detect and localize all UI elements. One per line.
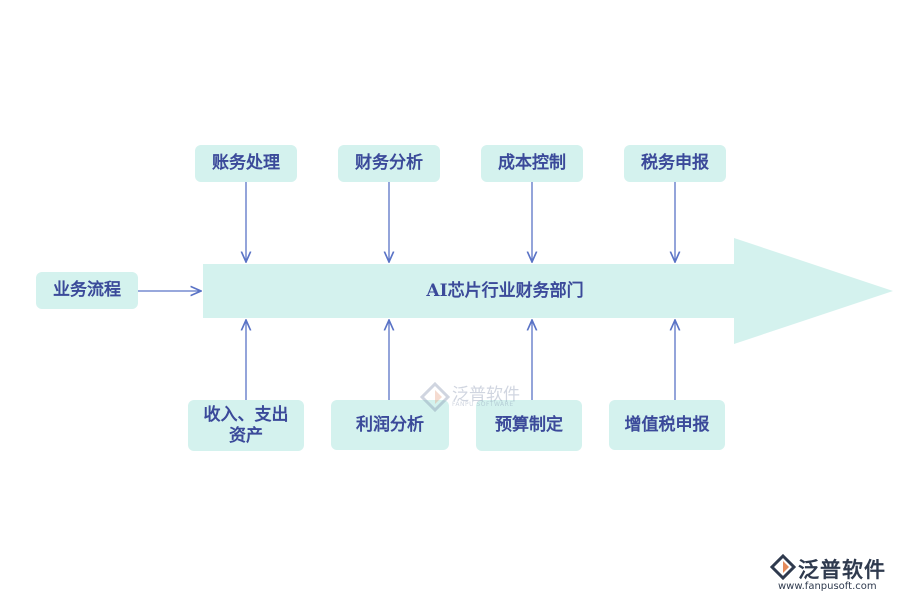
brand-logo-icon <box>770 554 796 580</box>
watermark: 泛普软件 FANPU SOFTWARE <box>420 380 540 412</box>
top-box-1: 账务处理 <box>195 145 297 182</box>
brand-name: 泛普软件 <box>798 558 886 582</box>
bottom-box-4: 增值税申报 <box>609 400 725 450</box>
watermark-logo-icon <box>420 382 450 412</box>
watermark-sub: FANPU SOFTWARE <box>452 401 514 408</box>
top-box-4: 税务申报 <box>624 145 726 182</box>
top-box-3: 成本控制 <box>481 145 583 182</box>
input-box: 业务流程 <box>36 272 138 309</box>
center-label: AI芯片行业财务部门 <box>426 281 584 301</box>
brand-url: www.fanpusoft.com <box>778 581 877 592</box>
watermark-name: 泛普软件 <box>452 385 520 405</box>
brand-logo: 泛普软件 www.fanpusoft.com <box>770 554 894 596</box>
bottom-box-1: 收入、支出 资产 <box>188 400 304 451</box>
bottom-box-2: 利润分析 <box>331 400 449 450</box>
top-box-2: 财务分析 <box>338 145 440 182</box>
bottom-box-3: 预算制定 <box>476 400 582 451</box>
main-arrow-shape <box>203 238 893 344</box>
